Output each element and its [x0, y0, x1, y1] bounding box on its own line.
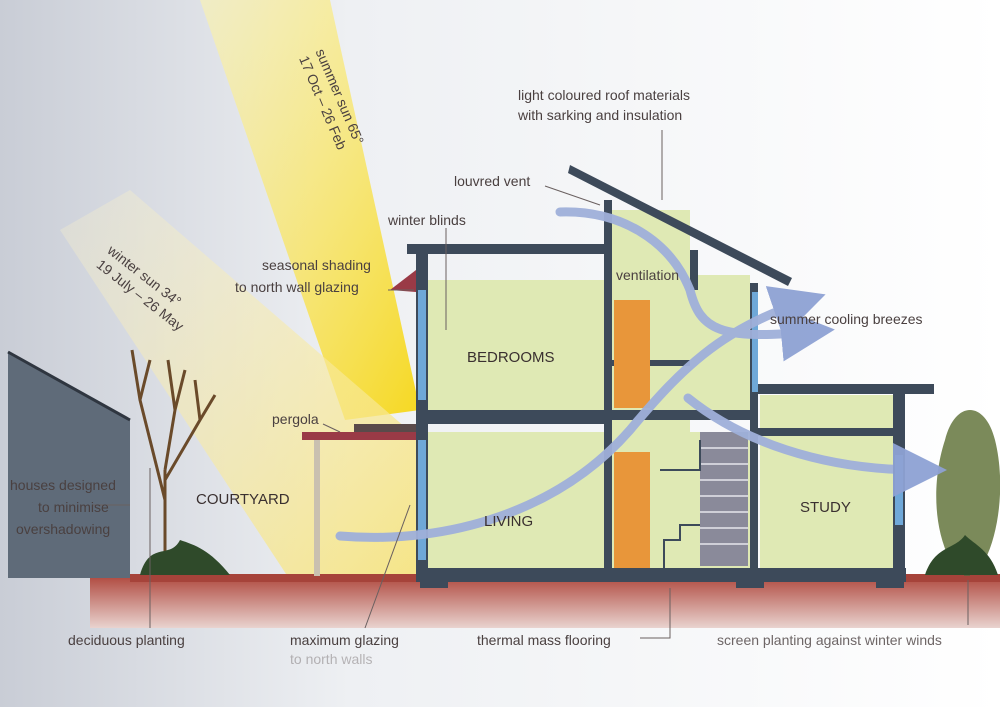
- pergola-label: pergola: [272, 411, 319, 427]
- bedroom-roof: [407, 244, 607, 254]
- deciduous-planting-label: deciduous planting: [68, 632, 185, 648]
- summer-sun-beam: [200, 0, 420, 420]
- houses-designed-label-line1: houses designed: [10, 477, 116, 493]
- seasonal-shading-label-line2: to north wall glazing: [235, 279, 359, 295]
- eave-shade: [390, 270, 416, 292]
- ground-soil: [90, 578, 1000, 628]
- roof-materials-label-line1: light coloured roof materials: [518, 87, 690, 103]
- roof-materials-label-line2: with sarking and insulation: [517, 107, 682, 123]
- footing-left: [420, 580, 448, 588]
- bedrooms-room: [428, 280, 604, 410]
- footing-right: [876, 580, 904, 588]
- living-room: [428, 432, 604, 568]
- study-room: [760, 395, 894, 568]
- neighbour-roof-line: [7, 350, 131, 422]
- maximum-glazing-label-line1: maximum glazing: [290, 632, 399, 648]
- upper-glazing: [418, 290, 426, 400]
- footing-middle: [736, 580, 764, 588]
- seasonal-shading-label-line1: seasonal shading: [262, 257, 371, 273]
- lower-glazing: [418, 440, 426, 560]
- winter-blinds-label: winter blinds: [387, 212, 466, 228]
- houses-designed-label-line3: overshadowing: [16, 521, 110, 537]
- deciduous-tree: [130, 349, 217, 572]
- deciduous-shrub: [140, 540, 230, 575]
- thermal-mass-label: thermal mass flooring: [477, 632, 611, 648]
- airflow-arrows: [335, 207, 947, 542]
- courtyard-label: COURTYARD: [196, 491, 290, 508]
- maximum-glazing-label-line2: to north walls: [290, 651, 372, 667]
- study-room-label: STUDY: [800, 499, 851, 516]
- lower-door: [614, 452, 650, 568]
- louvred-vent-label: louvred vent: [454, 173, 530, 189]
- upper-door: [614, 300, 650, 408]
- screen-planting-label: screen planting against winter winds: [717, 632, 942, 648]
- living-room-label: LIVING: [484, 513, 533, 530]
- neighbour-house: [8, 352, 130, 578]
- leader-lines: [93, 130, 969, 639]
- pergola-battens: [354, 424, 420, 432]
- pergola-beam: [302, 432, 420, 440]
- staircase: [660, 432, 748, 568]
- winter-sun-beam: [60, 190, 420, 580]
- clerestory-glazing: [752, 292, 758, 392]
- ventilation-label: ventilation: [616, 267, 679, 283]
- screen-planting-tree: [925, 410, 1000, 576]
- houses-designed-label-line2: to minimise: [38, 499, 109, 515]
- bedrooms-room-label: BEDROOMS: [467, 349, 555, 366]
- study-roof: [756, 384, 934, 394]
- summer-breezes-label: summer cooling breezes: [770, 311, 923, 327]
- pergola-post: [314, 440, 320, 576]
- main-roof: [568, 165, 792, 286]
